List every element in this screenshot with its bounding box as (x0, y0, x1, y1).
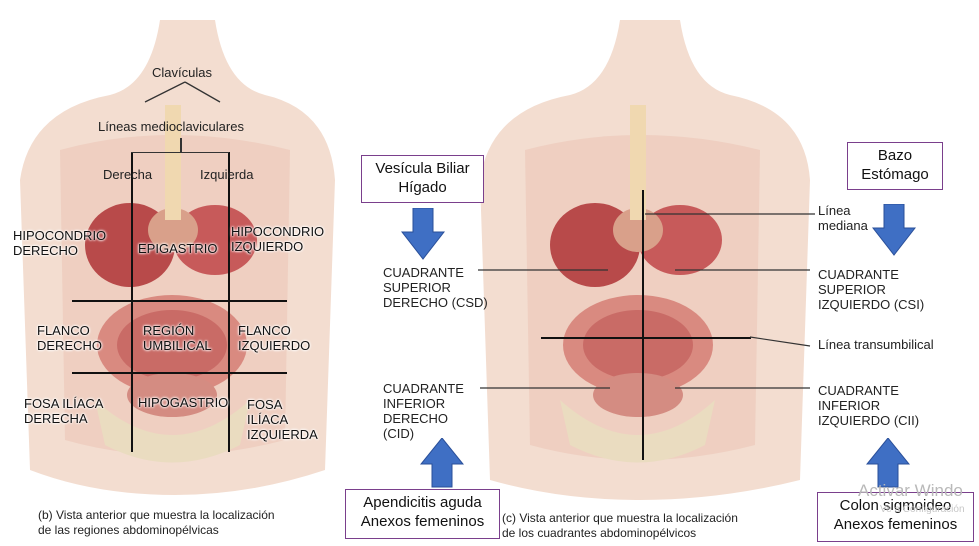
region-hipocondrio-izquierdo: HIPOCONDRIO IZQUIERDO (231, 224, 325, 254)
midclavicular-lines-label: Líneas medioclaviculares (98, 119, 244, 134)
region-epigastrio: EPIGASTRIO (138, 241, 218, 256)
annotation-box-top-left: Vesícula Biliar Hígado (361, 155, 484, 203)
region-fosa-iliaca-derecha: FOSA ILÍACA DERECHA (24, 396, 104, 426)
left-horizontal-line-upper (72, 300, 287, 302)
right-side-label: Derecha (103, 167, 153, 182)
region-umbilical: REGIÓN UMBILICAL (143, 323, 212, 353)
clavicles-label: Clavículas (152, 65, 212, 80)
quadrant-csd-label: CUADRANTE SUPERIOR DERECHO (CSD) (383, 265, 488, 310)
arrow-up-icon (420, 438, 464, 488)
right-anatomy-figure (470, 0, 815, 500)
quadrant-cii-label: CUADRANTE INFERIOR IZQUIERDO (CII) (818, 383, 920, 428)
windows-activation-watermark: Activar Windo (858, 481, 963, 500)
windows-activation-watermark-sub: Ve a Configuración (880, 504, 965, 515)
midclavicular-bracket-stem (180, 138, 182, 153)
transumbilical-line (541, 337, 751, 339)
right-caption: (c) Vista anterior que muestra la locali… (502, 511, 738, 540)
region-flanco-izquierdo: FLANCO IZQUIERDO (238, 323, 311, 353)
arrow-down-icon (401, 208, 445, 260)
region-flanco-derecho: FLANCO DERECHO (37, 323, 103, 353)
transumbilical-line-label: Línea transumbilical (818, 337, 934, 352)
clavicle-pointer-lines (144, 81, 221, 103)
arrow-down-icon (872, 204, 916, 256)
left-vertical-line-right (131, 152, 133, 452)
arrow-up-icon (866, 438, 910, 488)
left-horizontal-line-lower (72, 372, 287, 374)
quadrant-cid-label: CUADRANTE INFERIOR DERECHO (CID) (383, 381, 464, 441)
left-anatomy-figure (0, 0, 340, 500)
region-fosa-iliaca-izquierda: FOSA ILÍACA IZQUIERDA (247, 397, 318, 442)
quadrant-pointer-lines (478, 213, 815, 389)
region-hipogastrio: HIPOGASTRIO (138, 395, 229, 410)
annotation-box-top-right: Bazo Estómago (847, 142, 943, 190)
median-line-label: Línea mediana (818, 203, 868, 233)
left-caption: (b) Vista anterior que muestra la locali… (38, 508, 275, 537)
annotation-box-bottom-right: Colon sigmoideo Anexos femeninos (817, 492, 974, 542)
quadrant-csi-label: CUADRANTE SUPERIOR IZQUIERDO (CSI) (818, 267, 925, 312)
left-side-label: Izquierda (200, 167, 254, 182)
annotation-box-bottom-left: Apendicitis aguda Anexos femeninos (345, 489, 500, 539)
left-vertical-line-left (228, 152, 230, 452)
median-line (642, 190, 644, 460)
right-torso-illustration (480, 20, 810, 500)
region-hipocondrio-derecho: HIPOCONDRIO DERECHO (13, 228, 107, 258)
left-torso-illustration (20, 20, 335, 495)
